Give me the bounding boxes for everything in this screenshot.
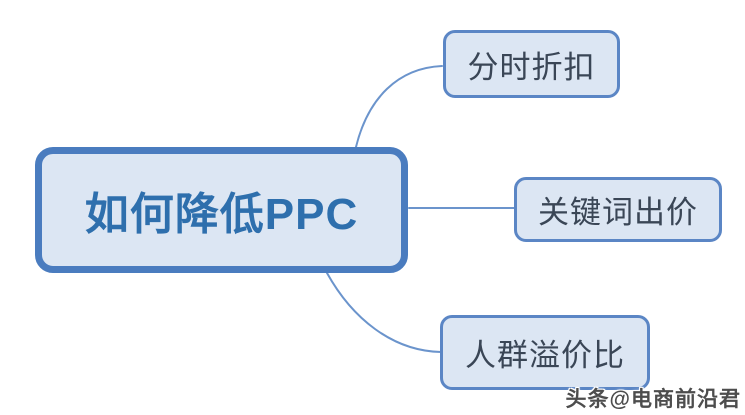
branch-node-label: 分时折扣 (467, 49, 596, 85)
branch-node-fenshizhekou: 分时折扣 (443, 30, 620, 98)
connector-root-to-branch-2 (326, 272, 442, 353)
connector-root-to-branch-0 (355, 65, 443, 148)
branch-node-label: 人群溢价比 (465, 338, 625, 373)
watermark: 头条@电商前沿君 (566, 383, 741, 413)
root-node: 如何降低PPC (35, 147, 408, 273)
root-node-label: 如何降低PPC (84, 190, 359, 239)
watermark-text: 头条@电商前沿君 (565, 388, 741, 411)
branch-node-renqunyijiabi: 人群溢价比 (440, 315, 650, 390)
branch-node-guanjiancichujia: 关键词出价 (514, 177, 722, 242)
branch-node-label: 关键词出价 (538, 195, 698, 230)
